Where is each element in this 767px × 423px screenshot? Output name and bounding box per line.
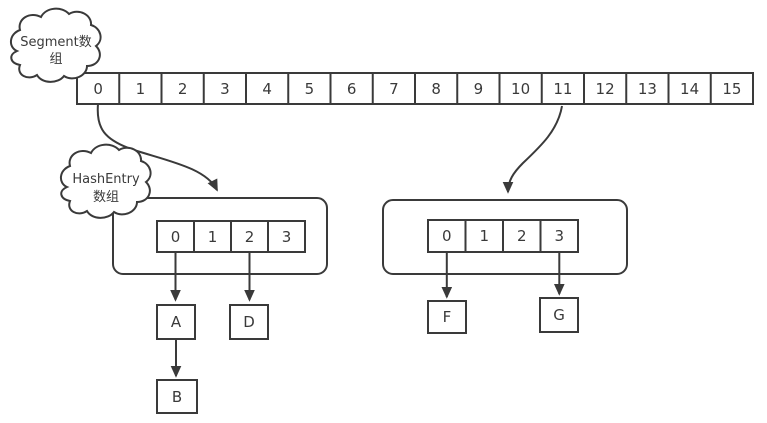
hashentry-cell-label: 3 bbox=[555, 227, 565, 245]
node-label: D bbox=[243, 313, 255, 331]
cloud-shape bbox=[60, 143, 152, 219]
node-box bbox=[156, 379, 198, 414]
node-b: B bbox=[156, 379, 198, 414]
segment-cell-label: 13 bbox=[638, 80, 657, 98]
segment-cell-label: 0 bbox=[93, 80, 103, 98]
segment11-to-right-bucket-arrow bbox=[502, 105, 563, 194]
segment-array-cell-dividers bbox=[118, 73, 712, 104]
hashentry-label-cloud: HashEntry 数组 bbox=[60, 143, 152, 219]
node-box bbox=[539, 297, 579, 333]
cloud-shape bbox=[10, 7, 102, 83]
left-hashentry-bucket: 0 1 2 3 bbox=[112, 197, 328, 275]
segment-array-label-cloud: Segment数 组 bbox=[10, 7, 102, 83]
segment-cell-label: 14 bbox=[680, 80, 699, 98]
hashentry-cell-label: 0 bbox=[171, 228, 181, 246]
node-label: F bbox=[443, 308, 452, 326]
segment-cell-label: 9 bbox=[474, 80, 484, 98]
segment-cell-label: 7 bbox=[389, 80, 399, 98]
cloud-label-line: Segment数 bbox=[20, 35, 92, 50]
hashentry-cell-label: 1 bbox=[208, 228, 218, 246]
node-label: G bbox=[553, 306, 565, 324]
segment-cell-label: 2 bbox=[178, 80, 188, 98]
segment-cell-label: 5 bbox=[305, 80, 315, 98]
left-bucket-outline bbox=[112, 197, 328, 275]
node-box bbox=[229, 304, 269, 340]
hashentry-cell-label: 0 bbox=[442, 227, 452, 245]
left-hashentry-dividers bbox=[193, 221, 269, 252]
node-box bbox=[427, 300, 467, 334]
cloud-label-line: 组 bbox=[49, 52, 62, 67]
node-label: A bbox=[171, 313, 182, 331]
segment-cell-label: 4 bbox=[262, 80, 272, 98]
bucket-to-node-arrows bbox=[170, 252, 565, 378]
segment-cell-label: 6 bbox=[347, 80, 357, 98]
segment-cell-label: 1 bbox=[136, 80, 146, 98]
hashentry-cell-label: 1 bbox=[480, 227, 490, 245]
segment-array: 0 1 2 3 4 5 6 7 8 9 10 11 12 13 14 15 bbox=[76, 72, 754, 105]
node-d: D bbox=[229, 304, 269, 340]
node-g: G bbox=[539, 297, 579, 333]
hashentry-cell-label: 2 bbox=[517, 227, 527, 245]
segment-cell-label: 8 bbox=[431, 80, 441, 98]
segment-cell-label: 10 bbox=[511, 80, 530, 98]
node-f: F bbox=[427, 300, 467, 334]
segment-cell-label: 11 bbox=[553, 80, 572, 98]
cloud-label-line: HashEntry bbox=[72, 172, 140, 187]
cloud-label-line: 数组 bbox=[93, 190, 119, 205]
right-hashentry-dividers bbox=[464, 220, 542, 252]
hashentry-cell-label: 2 bbox=[245, 228, 255, 246]
node-a: A bbox=[156, 304, 196, 340]
segment-cell-label: 3 bbox=[220, 80, 230, 98]
hashentry-cell-label: 3 bbox=[282, 228, 292, 246]
segment-cell-label: 15 bbox=[722, 80, 741, 98]
right-bucket-outline bbox=[382, 199, 628, 275]
right-hashentry-bucket: 0 1 2 3 bbox=[382, 199, 628, 275]
segment-cell-label: 12 bbox=[596, 80, 615, 98]
node-label: B bbox=[172, 388, 182, 406]
